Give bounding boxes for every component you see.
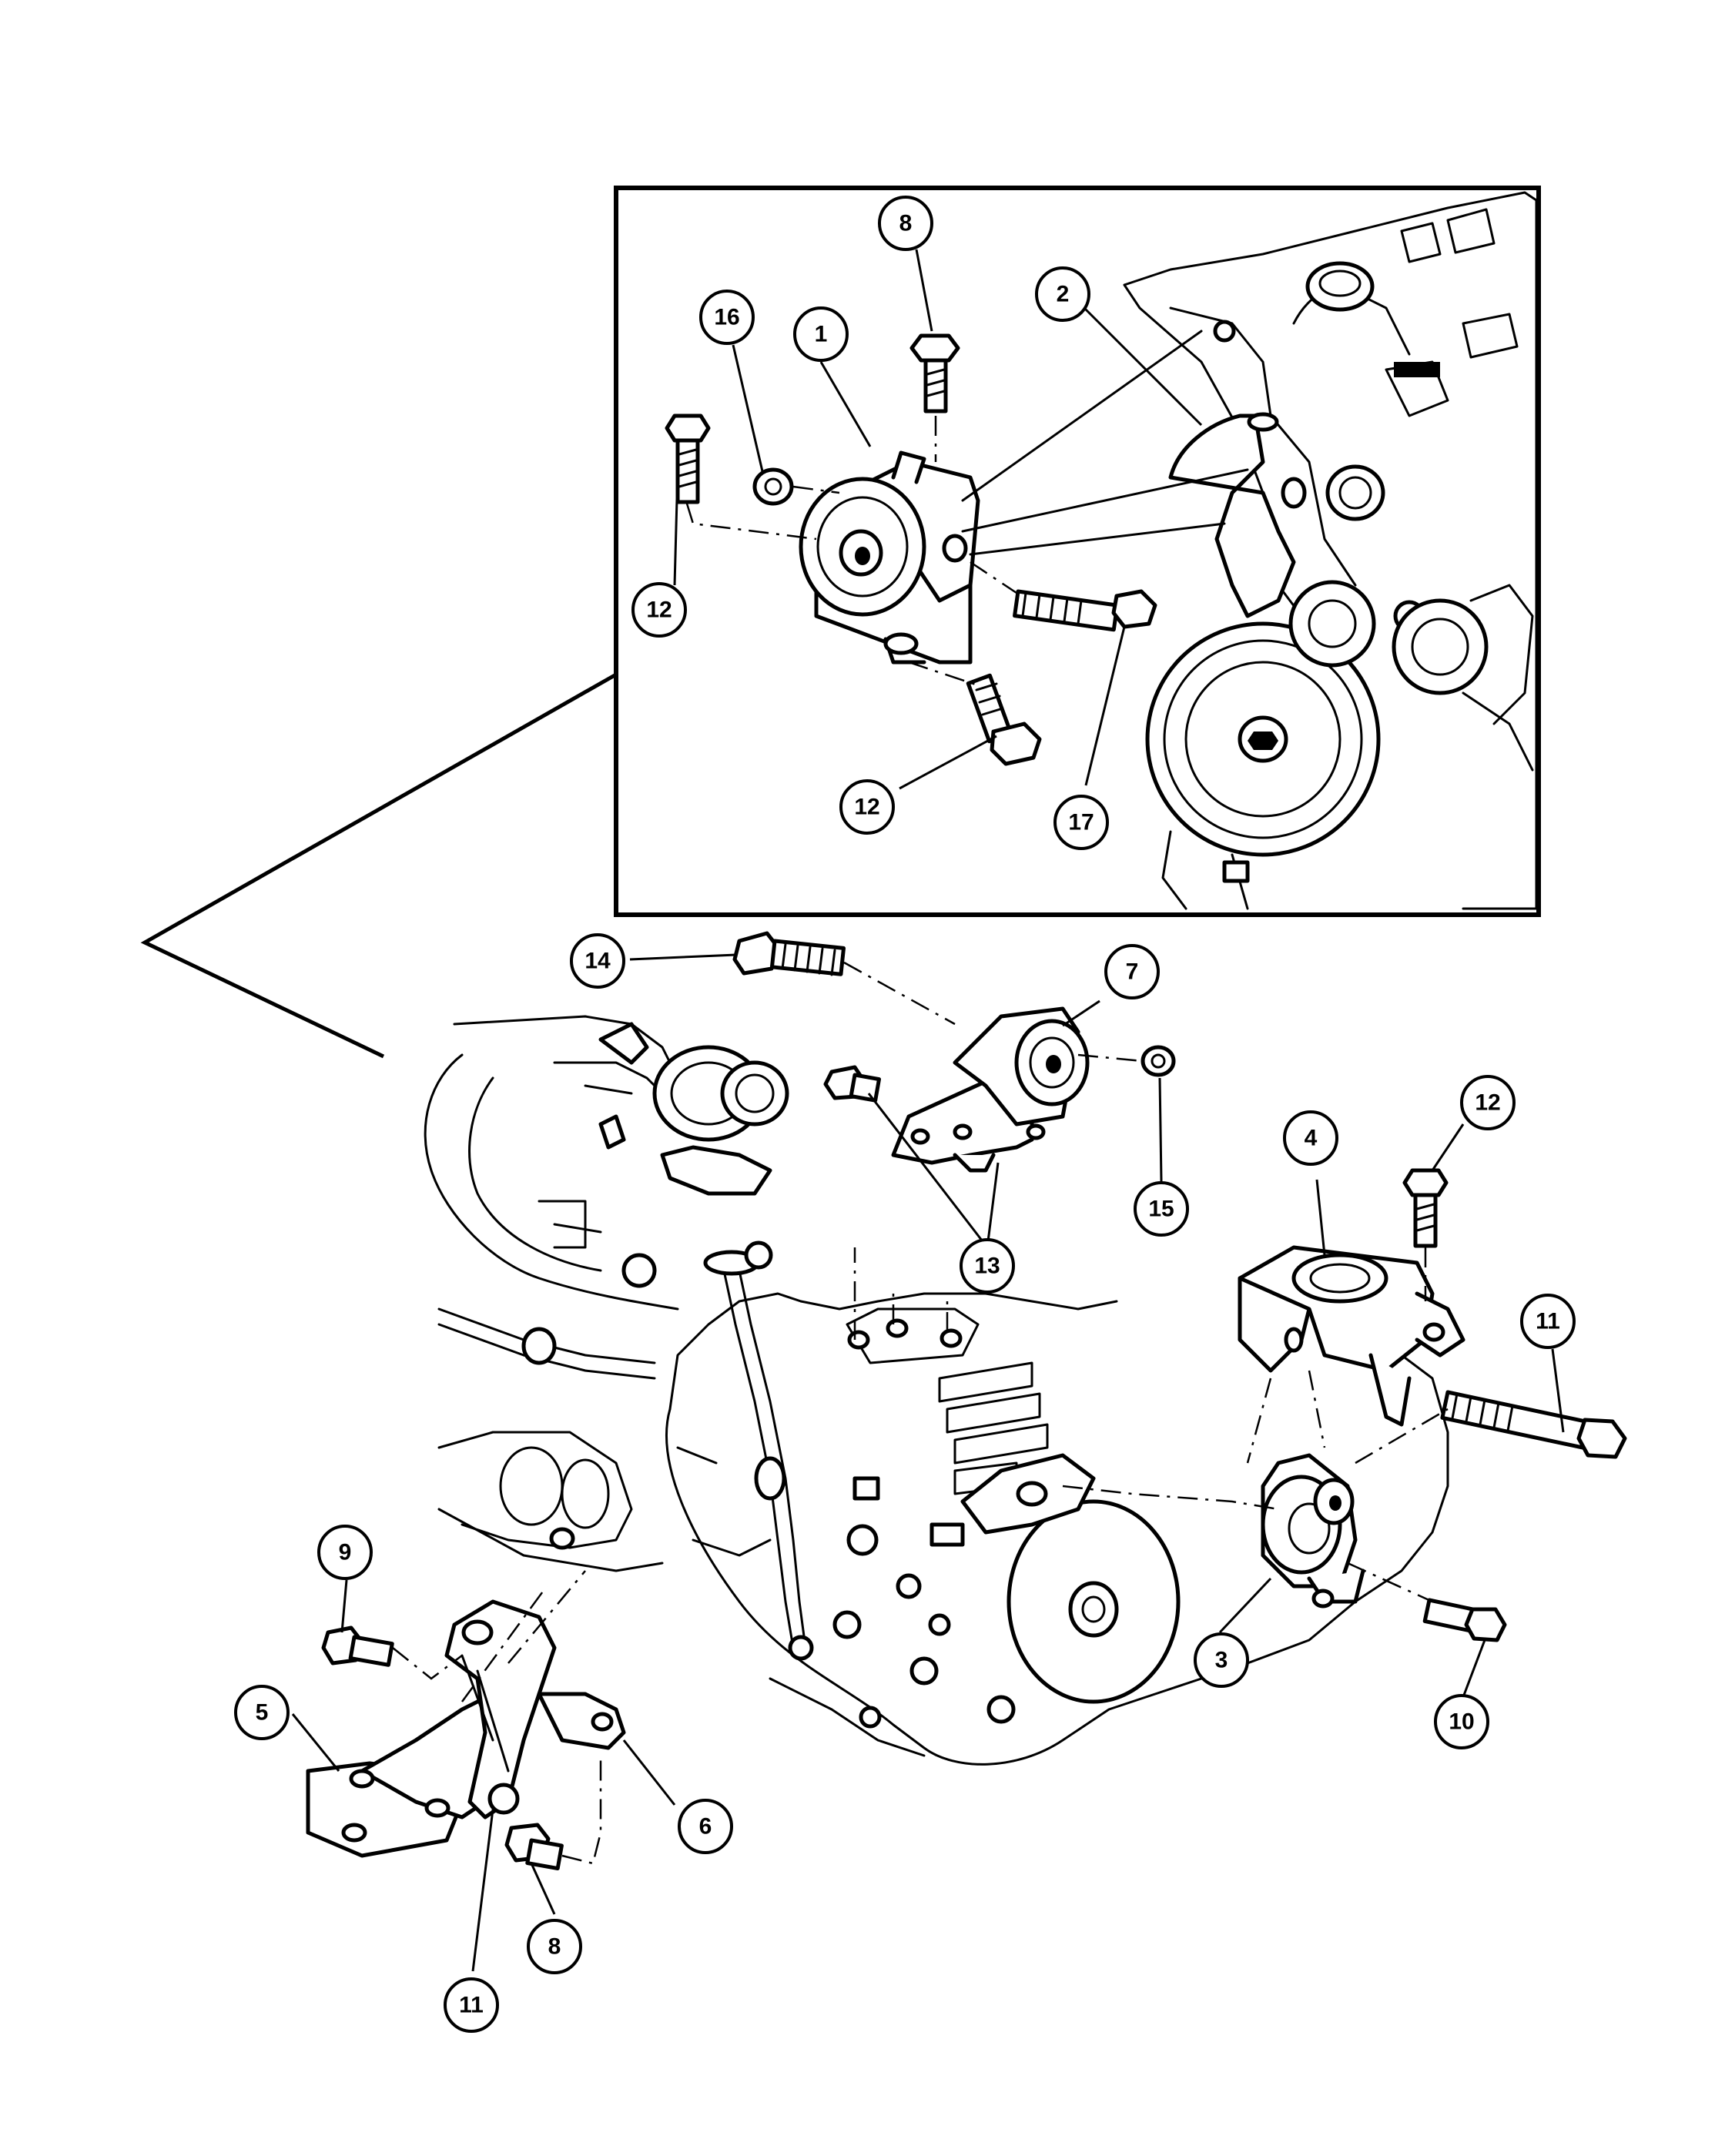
engine-block-illustration	[1123, 191, 1538, 910]
bolt-12-inset-left	[665, 413, 711, 504]
callout-13: 13	[960, 1238, 1015, 1294]
callout-15: 15	[1134, 1181, 1189, 1237]
nut-16-inset	[752, 467, 794, 506]
bolt-8-main-bottom	[504, 1823, 564, 1870]
mount-bracket-right	[1238, 1245, 1465, 1427]
callout-16: 16	[699, 290, 755, 345]
svg-text:13: 13	[974, 1254, 1000, 1279]
callout-leader-lines	[291, 249, 1565, 1972]
bolt-9-main	[321, 1625, 394, 1667]
svg-text:15: 15	[1148, 1197, 1174, 1222]
callout-11-main-right: 11	[1520, 1294, 1576, 1349]
transaxle-mount-upper	[891, 1006, 1090, 1173]
callout-14: 14	[570, 933, 625, 989]
svg-text:11: 11	[1536, 1309, 1560, 1334]
svg-text:8: 8	[899, 211, 913, 236]
svg-text:2: 2	[1057, 282, 1070, 307]
callout-1: 1	[793, 306, 849, 362]
callout-2: 2	[1035, 266, 1090, 322]
bolt-11-main-right	[1440, 1390, 1627, 1459]
callout-12-inset-bottom: 12	[839, 779, 895, 835]
svg-text:11: 11	[459, 1993, 484, 2018]
callout-6: 6	[678, 1799, 733, 1854]
mount-insulator-right	[1261, 1453, 1365, 1609]
bolt-13-main	[823, 1065, 882, 1103]
callout-7: 7	[1104, 944, 1160, 999]
callout-3: 3	[1194, 1632, 1249, 1688]
svg-text:12: 12	[646, 598, 672, 623]
svg-text:14: 14	[584, 949, 611, 974]
svg-text:9: 9	[339, 1540, 352, 1565]
svg-text:1: 1	[815, 322, 828, 347]
callout-10: 10	[1434, 1694, 1489, 1749]
svg-text:3: 3	[1215, 1648, 1228, 1673]
main-alignment-lines	[392, 961, 1449, 1865]
bolt-8-inset-top	[909, 333, 960, 413]
svg-text:8: 8	[548, 1934, 561, 1960]
svg-text:10: 10	[1449, 1709, 1474, 1735]
inset-alignment-lines	[685, 330, 1249, 687]
engine-harness-illustration	[424, 1015, 789, 1572]
callout-5: 5	[234, 1685, 290, 1740]
callout-12-inset-left: 12	[631, 582, 687, 638]
engine-mount-assembly	[799, 450, 980, 665]
bolt-17-inset	[1013, 589, 1157, 632]
svg-text:4: 4	[1305, 1126, 1318, 1151]
inset-detail-frame	[140, 186, 1541, 1059]
bolt-12-main-right	[1402, 1168, 1449, 1248]
callout-8-main-bottom: 8	[527, 1919, 582, 1974]
svg-text:12: 12	[854, 795, 879, 820]
bolt-12-inset-bottom	[966, 673, 1042, 766]
bolt-10-main	[1422, 1598, 1507, 1642]
transaxle-illustration	[665, 1250, 1449, 1766]
mount-bracket-6	[444, 1599, 626, 1820]
svg-text:7: 7	[1126, 959, 1139, 985]
callout-8-top: 8	[878, 196, 933, 251]
callout-4: 4	[1283, 1110, 1338, 1166]
bolt-14-main	[732, 931, 846, 976]
nut-15-main	[1141, 1045, 1176, 1077]
svg-text:16: 16	[714, 305, 739, 330]
svg-text:5: 5	[256, 1700, 269, 1726]
callout-17: 17	[1053, 795, 1109, 850]
callout-9: 9	[317, 1525, 373, 1580]
svg-text:12: 12	[1475, 1090, 1500, 1116]
svg-text:6: 6	[699, 1814, 712, 1840]
svg-text:17: 17	[1068, 810, 1094, 835]
callout-12-main-right: 12	[1460, 1075, 1516, 1130]
callout-11-main-bottom: 11	[444, 1977, 499, 2033]
